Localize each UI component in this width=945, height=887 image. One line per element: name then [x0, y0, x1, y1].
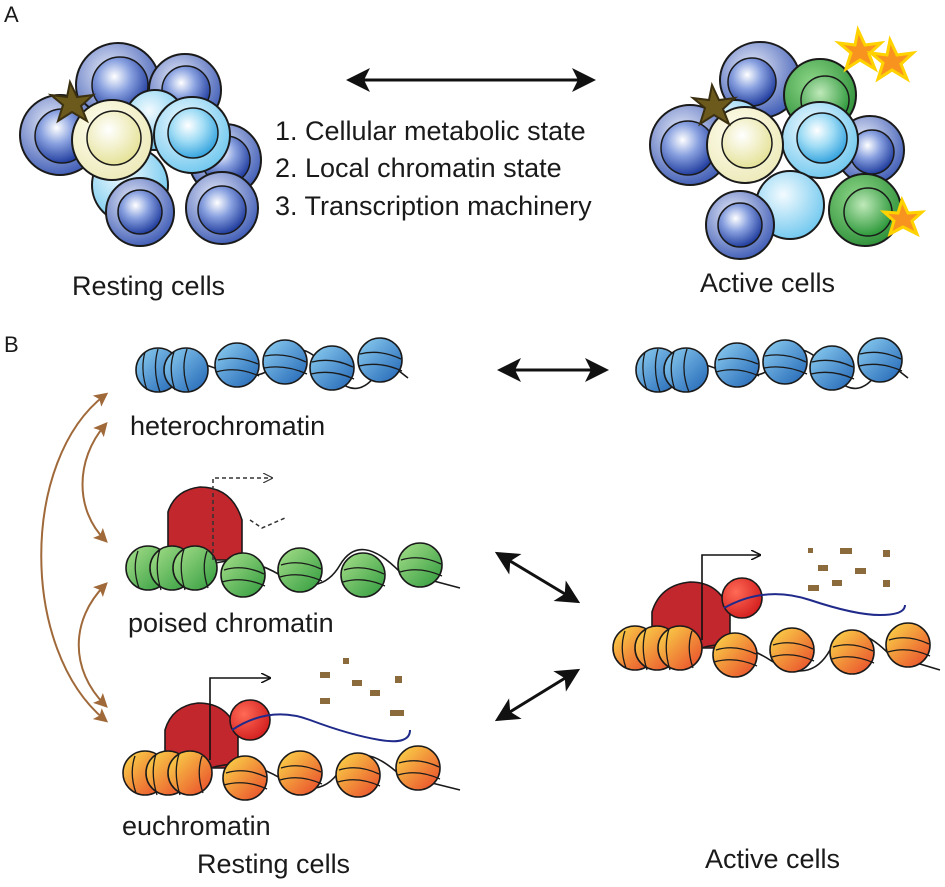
cell-icon [706, 106, 784, 184]
euchromatin-label: euchromatin [122, 811, 271, 841]
resting-cell-cluster [19, 42, 262, 247]
nucleosome-icon [214, 342, 260, 388]
nucleosome-icon [335, 752, 381, 798]
active-chromatin-fiber [612, 555, 941, 678]
star-icon [834, 25, 886, 73]
star-icon [689, 81, 738, 127]
nucleosome-icon [395, 745, 441, 791]
cell-icon [828, 173, 902, 247]
poised-chromatin-label: poised chromatin [128, 608, 334, 638]
heterochromatin-fiber-right [635, 337, 909, 393]
nucleosome-icon [714, 342, 760, 388]
nucleosome-icon [769, 627, 815, 673]
nucleosome-icon [340, 552, 386, 598]
nucleosome-icon [885, 622, 931, 668]
active-cell-cluster [649, 25, 927, 260]
factor-3: 3. Transcription machinery [275, 191, 592, 221]
tss-arrow-icon [701, 555, 760, 640]
euchromatin-fiber [122, 678, 461, 801]
star-icon [866, 35, 918, 83]
nucleosome-icon [663, 347, 709, 393]
nucleosome-icon [277, 750, 323, 796]
heterochromatin-fiber-left [135, 337, 409, 393]
nucleosome-icon [309, 345, 355, 391]
double-arrow-icon [494, 668, 581, 722]
star-icon [879, 195, 927, 238]
cell-icon [105, 177, 175, 247]
heterochromatin-label: heterochromatin [130, 411, 325, 441]
tss-arrow-icon [209, 678, 270, 760]
metabolites-resting [320, 658, 404, 716]
nucleosome-icon [762, 339, 808, 385]
nucleosome-icon [829, 629, 875, 675]
nucleosome-icon [172, 545, 218, 591]
panel-a-resting-label: Resting cells [72, 271, 225, 301]
cell-icon [649, 104, 731, 186]
star-icon [47, 78, 96, 124]
metabolites-active [808, 548, 890, 591]
cell-icon [719, 41, 801, 119]
panel-b-active-label: Active cells [705, 844, 840, 874]
nucleosome-icon [277, 547, 323, 593]
polymerase-icon [167, 486, 243, 561]
panel-a-letter: A [4, 2, 19, 27]
tss-arrow-icon [212, 478, 272, 560]
panel-b-resting-label: Resting cells [197, 849, 350, 879]
panel-b-letter: B [4, 332, 19, 357]
nucleosome-icon [167, 750, 213, 796]
cell-icon [705, 190, 775, 260]
nucleosome-icon [262, 339, 308, 385]
lineage-arrows [40, 392, 109, 723]
nucleosome-icon [809, 345, 855, 391]
nucleosome-icon [857, 337, 903, 383]
nucleosome-icon [397, 542, 443, 588]
factor-1: 1. Cellular metabolic state [275, 116, 586, 146]
nucleosome-icon [220, 552, 266, 598]
double-arrow-icon [494, 551, 581, 604]
panel-a-active-label: Active cells [700, 268, 835, 298]
nucleosome-icon [222, 755, 268, 801]
nucleosome-icon [657, 625, 703, 671]
cell-icon [185, 171, 259, 245]
nucleosome-icon [357, 337, 403, 383]
cell-icon [71, 99, 153, 181]
factor-2: 2. Local chromatin state [275, 153, 562, 183]
cell-icon [781, 101, 859, 179]
nucleosome-icon [712, 632, 758, 678]
cell-icon [153, 96, 231, 174]
nucleosome-icon [163, 347, 209, 393]
poised-chromatin-fiber [125, 478, 461, 598]
